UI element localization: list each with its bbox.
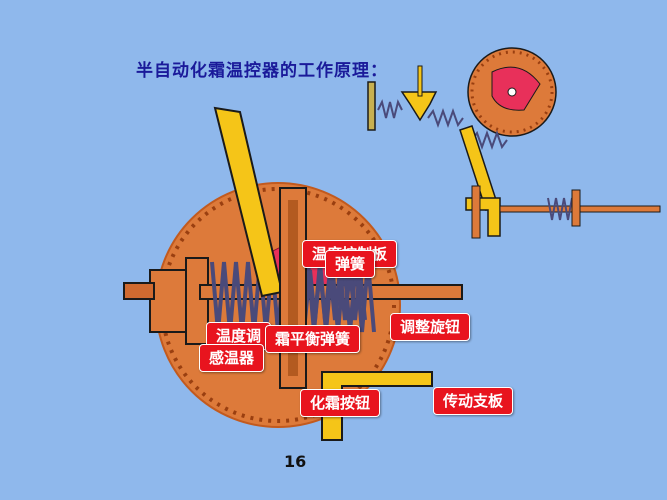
right-spring [298,269,367,321]
sensor-base [123,282,155,300]
vertical-post-slot [288,200,298,376]
label-balance-spring: 霜平衡弹簧 [265,325,361,353]
small-rod [417,65,423,97]
cam-disc-teeth [160,187,396,423]
page-number: 16 [284,452,307,471]
label-adjust-knob: 调整旋钮 [390,313,471,341]
left-flange [185,257,209,345]
small-vertical-post [471,185,481,239]
small-bar [367,81,376,131]
small-disc-teeth [470,50,554,134]
page-title: 半自动化霜温控器的工作原理： [136,61,388,81]
sensor-housing [149,269,187,333]
small-shaft-spring [547,197,577,221]
label-defrost-button: 化霜按钮 [300,389,381,417]
small-flange [571,189,581,227]
small-bracket [465,197,501,237]
small-pink-cam [491,66,541,111]
small-spring-left [377,99,403,119]
small-spring-mid [427,108,464,128]
small-yoke [400,91,438,122]
label-drive-bracket: 传动支板 [433,387,514,415]
small-spring-right [471,130,508,150]
label-spring: 弹簧 [325,250,376,278]
small-disc-center [507,87,517,97]
drive-bracket-bar [321,371,433,441]
label-sensor: 感温器 [199,344,265,372]
